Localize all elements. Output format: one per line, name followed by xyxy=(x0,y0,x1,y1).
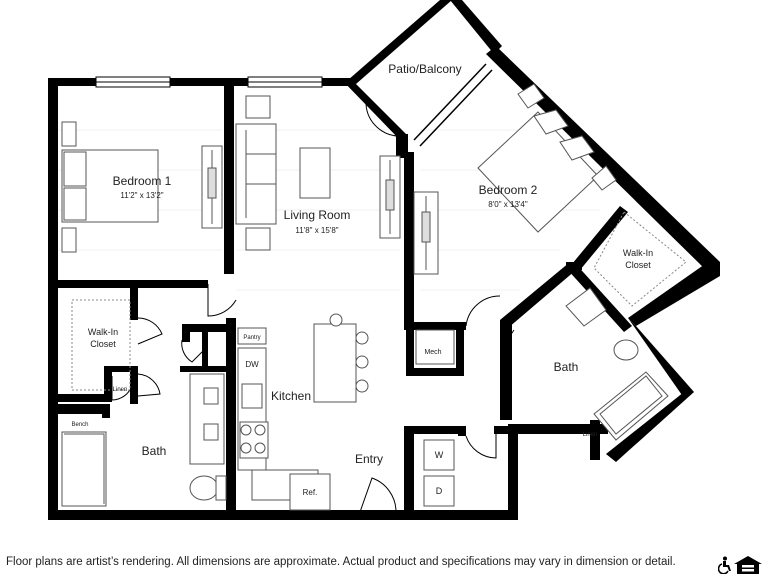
walkin-closet-2 xyxy=(593,211,687,307)
linen1-label: Linen xyxy=(113,387,128,393)
dryer-label: D xyxy=(436,486,443,496)
linen2-label: Linen xyxy=(583,432,598,438)
exterior-walls xyxy=(48,0,720,520)
washer-label: W xyxy=(435,450,444,460)
bedroom2-dims: 8'0" x 13'4" xyxy=(488,200,528,209)
walkin-closet-1-label-2: Closet xyxy=(90,339,116,349)
bath1-label: Bath xyxy=(142,444,167,458)
disclaimer-text: Floor plans are artist’s rendering. All … xyxy=(6,556,676,568)
bedroom2-furniture xyxy=(413,83,617,275)
windows xyxy=(95,76,323,88)
walkin-closet-2-label-1: Walk-In xyxy=(623,248,653,258)
walkin-closet-2-label-2: Closet xyxy=(625,260,651,270)
pantry-label: Pantry xyxy=(243,335,260,341)
kitchen-label: Kitchen xyxy=(271,389,311,403)
walkin-closet-1 xyxy=(71,299,131,391)
bedroom1-label: Bedroom 1 xyxy=(113,174,172,188)
mech-label: Mech xyxy=(424,349,441,356)
bath1-fixtures xyxy=(61,373,227,507)
patio-sliding-door xyxy=(413,63,493,147)
bedroom1-dims: 11'2" x 13'2" xyxy=(120,191,163,200)
bedroom1-furniture xyxy=(61,121,223,253)
bench-label: Bench xyxy=(71,422,88,428)
living-room-label: Living Room xyxy=(284,208,351,222)
walkin-closet-1-label-1: Walk-In xyxy=(88,327,118,337)
door-swings xyxy=(111,102,597,513)
living-furniture xyxy=(235,95,401,251)
laundry-fixtures xyxy=(415,329,455,507)
bath2-label: Bath xyxy=(554,360,579,374)
floor-plan: Bedroom 1 11'2" x 13'2" Living Room 11'8… xyxy=(48,0,720,520)
dishwasher-label: DW xyxy=(245,360,259,369)
bath2-fixtures xyxy=(565,287,669,441)
accessibility-icon xyxy=(718,556,731,574)
kitchen-fixtures xyxy=(237,313,369,511)
interior-walls xyxy=(58,84,632,518)
refrigerator-label: Ref. xyxy=(303,488,318,497)
patio-label: Patio/Balcony xyxy=(388,62,461,76)
footer-icons xyxy=(718,556,762,574)
bedroom2-label: Bedroom 2 xyxy=(479,183,538,197)
equal-housing-icon xyxy=(734,556,762,574)
living-room-dims: 11'8" x 15'8" xyxy=(295,226,338,235)
entry-label: Entry xyxy=(355,452,383,466)
